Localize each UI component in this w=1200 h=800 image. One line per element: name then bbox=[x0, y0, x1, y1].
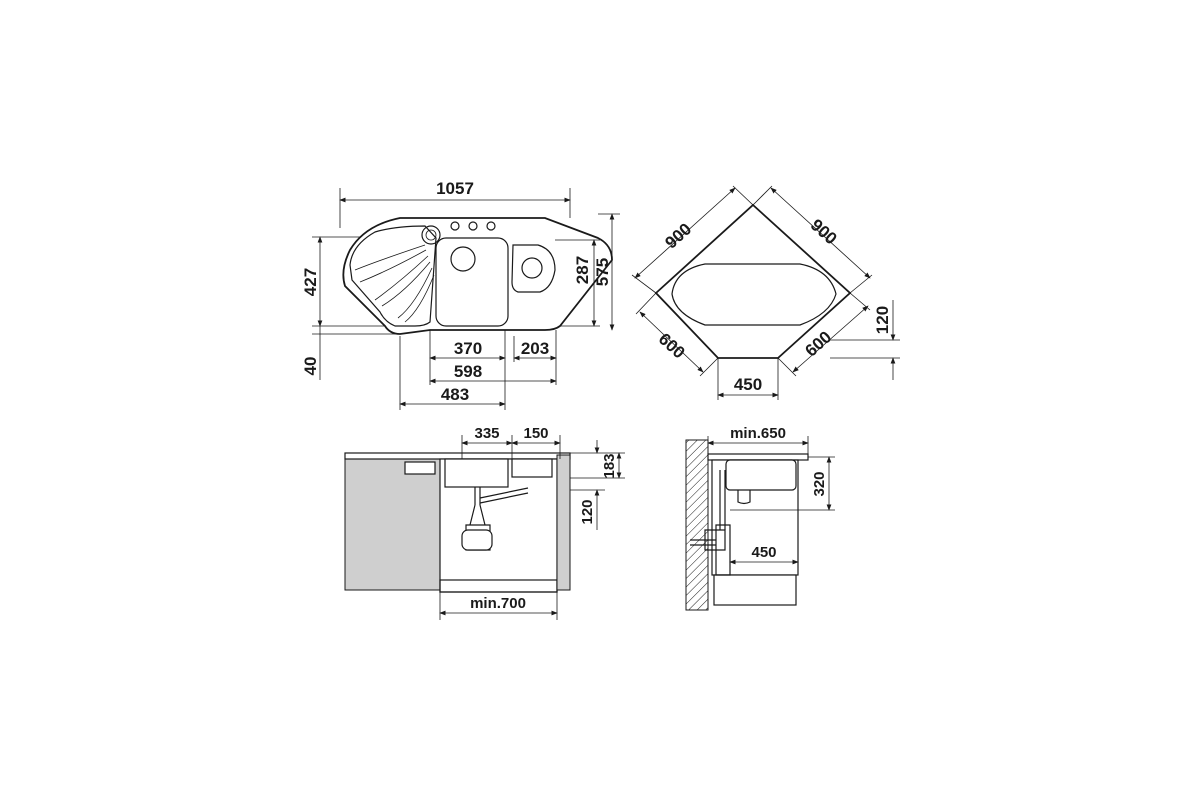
dim-1057: 1057 bbox=[436, 179, 474, 198]
counter-left bbox=[344, 454, 441, 591]
side-section: min.650 320 450 bbox=[685, 425, 835, 611]
small-bowl bbox=[511, 244, 556, 293]
tap-hole-4 bbox=[486, 221, 496, 231]
side-bowl bbox=[725, 459, 797, 491]
drainer-rib-3 bbox=[374, 255, 429, 301]
dim-320: 320 bbox=[811, 471, 828, 496]
front-bowl bbox=[444, 458, 509, 488]
dim-min-700: min.700 bbox=[470, 595, 526, 612]
dim-450-side: 450 bbox=[751, 544, 776, 561]
dim-900-left: 900 bbox=[661, 219, 695, 252]
dim-40: 40 bbox=[301, 357, 320, 376]
drain-pipe bbox=[465, 487, 491, 551]
front-section: 335 150 183 120 min.700 bbox=[344, 425, 625, 620]
dim-575: 575 bbox=[593, 258, 612, 286]
dim-335: 335 bbox=[474, 425, 499, 442]
dim-287: 287 bbox=[573, 256, 592, 284]
corner-view: 900 900 600 600 450 120 bbox=[631, 185, 900, 400]
dim-900-right: 900 bbox=[807, 215, 841, 248]
counter-top bbox=[344, 452, 571, 460]
front-small-bowl bbox=[511, 458, 553, 478]
corner-sink-cutout bbox=[671, 263, 837, 326]
tap-hole-inner bbox=[425, 229, 437, 241]
dim-120-top: 120 bbox=[873, 306, 892, 334]
drainer bbox=[349, 225, 437, 327]
drainer-rib-1 bbox=[354, 244, 426, 271]
dim-598: 598 bbox=[454, 362, 482, 381]
dim-183: 183 bbox=[601, 453, 618, 478]
main-bowl bbox=[435, 237, 509, 327]
dim-min-650: min.650 bbox=[730, 425, 786, 442]
wall bbox=[685, 439, 709, 611]
main-bowl-drain bbox=[450, 246, 476, 272]
side-panel bbox=[556, 454, 571, 591]
drainer-rib-2 bbox=[359, 249, 427, 283]
trap bbox=[461, 529, 493, 551]
tap-hole-2 bbox=[450, 221, 460, 231]
tap-hole-3 bbox=[468, 221, 478, 231]
dim-120-front: 120 bbox=[579, 499, 596, 524]
drainer-rib-4 bbox=[381, 261, 431, 307]
side-trap bbox=[690, 529, 726, 551]
dim-427: 427 bbox=[301, 268, 320, 296]
drainer-rib-6 bbox=[404, 274, 435, 323]
drainer-rib-5 bbox=[397, 267, 433, 319]
dim-150: 150 bbox=[523, 425, 548, 442]
dim-483: 483 bbox=[441, 385, 469, 404]
side-plinth bbox=[713, 574, 797, 606]
dim-600-left: 600 bbox=[655, 329, 689, 362]
side-pipe bbox=[715, 470, 731, 576]
sink-outline bbox=[342, 217, 613, 335]
overflow-box bbox=[404, 461, 436, 475]
dim-203: 203 bbox=[521, 339, 549, 358]
cross-pipe bbox=[479, 487, 529, 504]
side-drain bbox=[737, 490, 751, 505]
side-counter-top bbox=[707, 453, 809, 461]
dim-450-top: 450 bbox=[734, 375, 762, 394]
top-view: 1057 427 40 287 575 370 203 598 483 bbox=[301, 179, 620, 410]
small-bowl-drain bbox=[521, 257, 543, 279]
dim-370: 370 bbox=[454, 339, 482, 358]
tap-hole bbox=[421, 225, 441, 245]
